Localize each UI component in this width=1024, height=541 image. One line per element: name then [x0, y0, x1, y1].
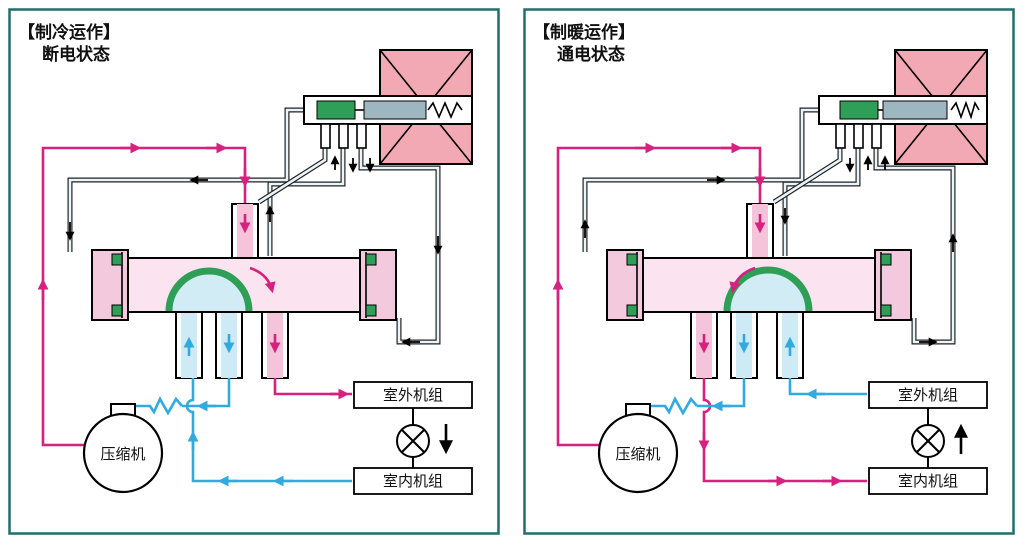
pilot-spring-icon	[950, 100, 980, 120]
panel-subtitle: 断电状态	[42, 44, 110, 65]
internal-flow-arrow	[729, 266, 756, 294]
indoor-unit-label: 室内机组	[383, 472, 443, 490]
expansion-valve-icon	[911, 424, 945, 458]
outdoor-unit-box: 室外机组	[353, 381, 473, 409]
panel-title: 【制暖运作】	[533, 22, 635, 43]
indoor-unit-box: 室内机组	[353, 467, 473, 495]
pilot-slide	[316, 100, 356, 120]
outdoor-unit-box: 室外机组	[868, 381, 988, 409]
valve-bottom-pipes	[690, 311, 804, 379]
outdoor-line	[788, 378, 867, 400]
discharge-line	[37, 142, 251, 447]
panel-title: 【制冷运作】	[18, 22, 120, 43]
panel-subtitle: 通电状态	[557, 44, 625, 65]
compressor-label: 压缩机	[100, 445, 145, 463]
outdoor-unit-label: 室外机组	[383, 386, 443, 404]
indoor-unit-label: 室内机组	[898, 472, 958, 490]
compressor: 压缩机	[597, 403, 679, 494]
pilot-spring-icon	[427, 100, 463, 120]
indoor-unit-box: 室内机组	[868, 467, 988, 495]
main-valve-body	[91, 249, 397, 321]
valve-bottom-pipes	[175, 311, 289, 379]
capillary-flow-arrows	[580, 175, 958, 347]
valve-top-pipe	[231, 203, 259, 261]
outdoor-line	[273, 378, 352, 400]
pilot-slide	[839, 100, 879, 120]
valve-top-pipe	[746, 203, 774, 261]
pipe-flow-arrows	[698, 214, 796, 356]
main-valve-body	[606, 249, 912, 321]
capillary-tubes	[67, 107, 441, 345]
panel-heating: 【制暖运作】 通电状态	[523, 8, 1015, 535]
outdoor-unit-label: 室外机组	[898, 386, 958, 404]
pilot-plunger	[363, 100, 427, 120]
valve-slide-arc	[723, 266, 813, 312]
panel-cooling: 【制冷运作】 断电状态	[8, 8, 500, 535]
suction-line	[135, 378, 231, 416]
valve-slide-arc	[165, 267, 253, 312]
expansion-valve-icon	[396, 424, 430, 458]
compressor-label: 压缩机	[615, 445, 660, 463]
pilot-valve	[303, 95, 473, 173]
compressor: 压缩机	[82, 403, 164, 494]
pipe-flow-arrows	[183, 214, 281, 356]
internal-flow-arrow	[249, 266, 276, 294]
discharge-line	[552, 142, 766, 447]
pilot-plunger	[882, 100, 948, 120]
suction-line	[650, 378, 746, 416]
pilot-valve	[818, 95, 988, 173]
capillary-flow-arrows	[65, 175, 443, 347]
